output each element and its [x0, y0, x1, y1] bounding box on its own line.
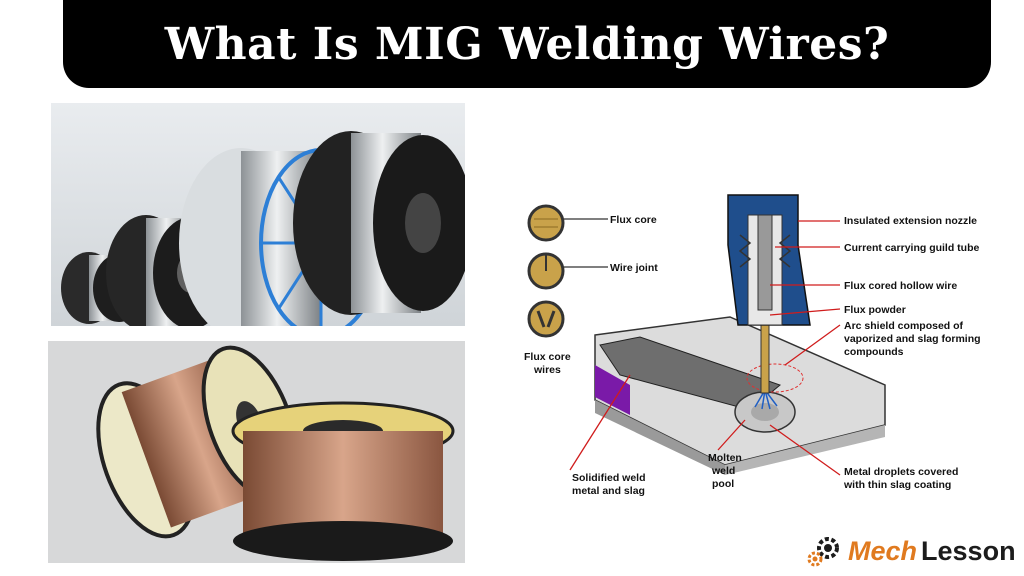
- logo-text-lesson: Lesson: [921, 535, 1016, 566]
- label-solidified-2: metal and slag: [572, 485, 645, 497]
- label-arc-shield-2: vaporized and slag forming: [844, 333, 981, 345]
- title-banner: What Is MIG Welding Wires?: [63, 0, 991, 88]
- label-arc-shield-3: compounds: [844, 346, 904, 358]
- steel-spools-photo: [51, 103, 465, 326]
- label-flux-core: Flux core: [610, 214, 657, 226]
- label-arc-shield-1: Arc shield composed of: [844, 320, 964, 332]
- label-flux-powder: Flux powder: [844, 304, 906, 316]
- label-molten-2: weld: [711, 465, 735, 477]
- cross-section-flux-core-wires: [527, 300, 565, 338]
- label-hollow-wire: Flux cored hollow wire: [844, 280, 957, 292]
- label-solidified-1: Solidified weld: [572, 472, 646, 484]
- label-droplets-1: Metal droplets covered: [844, 466, 958, 478]
- logo-text-mech: Mech: [848, 535, 918, 566]
- copper-spools-photo: [48, 341, 465, 563]
- flux-core-welding-diagram: Flux core Wire joint Flux core wires Ins…: [500, 175, 1000, 505]
- page-title: What Is MIG Welding Wires?: [164, 18, 890, 70]
- label-droplets-2: with thin slag coating: [843, 479, 951, 491]
- cross-section-flux-core: [527, 204, 565, 242]
- label-flux-core-wires-2: wires: [533, 364, 561, 376]
- label-molten-1: Molten: [708, 452, 742, 464]
- label-molten-3: pool: [712, 478, 734, 490]
- label-wire-joint: Wire joint: [610, 262, 658, 274]
- label-guide-tube: Current carrying guild tube: [844, 242, 980, 254]
- gear-icon: [807, 537, 839, 567]
- label-nozzle: Insulated extension nozzle: [844, 215, 977, 227]
- cross-section-wire-joint: [527, 252, 565, 290]
- label-flux-core-wires-1: Flux core: [524, 351, 571, 363]
